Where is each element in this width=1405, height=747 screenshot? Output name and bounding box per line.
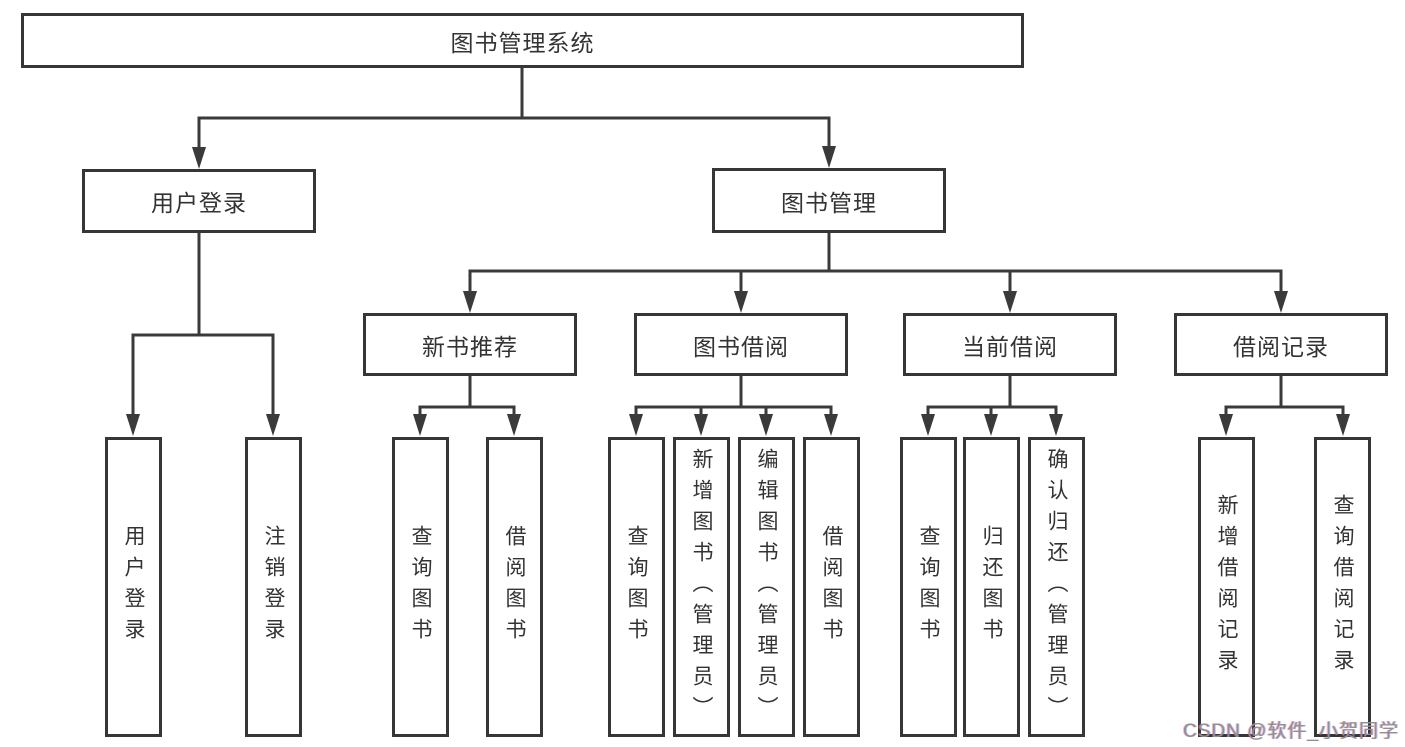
- arrowheads: [126, 146, 1350, 436]
- node-label: 查询借阅记录: [1331, 494, 1354, 680]
- node-user-login: 用户登录: [82, 169, 316, 233]
- arrowhead: [413, 414, 427, 436]
- leaf-return-books: 归还图书: [963, 437, 1020, 737]
- node-new-book-recommend: 新书推荐: [363, 313, 577, 376]
- leaf-query-books-recommend: 查询图书: [392, 437, 449, 737]
- node-label: 查询图书: [917, 525, 940, 649]
- arrowhead: [1274, 291, 1288, 313]
- node-label: 新书推荐: [422, 333, 518, 360]
- node-label: 确认归还（管理员）: [1045, 447, 1068, 727]
- node-label: 查询图书: [409, 525, 432, 649]
- node-label: 注销登录: [262, 525, 285, 649]
- arrowhead: [1336, 414, 1350, 436]
- node-label: 图书管理: [781, 189, 877, 216]
- node-book-management: 图书管理: [712, 168, 946, 233]
- leaf-query-books-current: 查询图书: [900, 437, 957, 737]
- node-label: 借阅图书: [503, 525, 526, 649]
- leaf-query-books-borrowing: 查询图书: [608, 437, 665, 737]
- csdn-watermark: CSDN @软件_小贺同学: [1183, 721, 1399, 742]
- arrowhead: [822, 146, 836, 168]
- arrowhead: [734, 291, 748, 313]
- node-label: 用户登录: [151, 190, 247, 216]
- arrowhead: [759, 414, 773, 436]
- node-label: 用户登录: [122, 525, 145, 649]
- node-label: 当前借阅: [962, 333, 1058, 360]
- arrowhead: [694, 414, 708, 436]
- arrowhead: [921, 414, 935, 436]
- leaf-edit-book-admin: 编辑图书（管理员）: [738, 437, 795, 737]
- node-current-borrowing: 当前借阅: [903, 313, 1117, 376]
- node-borrowing-records: 借阅记录: [1174, 313, 1388, 376]
- node-label: 图书管理系统: [450, 29, 595, 56]
- leaf-query-borrow-record: 查询借阅记录: [1314, 437, 1371, 737]
- node-label: 新增图书（管理员）: [690, 447, 713, 727]
- node-label: 查询图书: [625, 525, 648, 649]
- node-label: 借阅记录: [1233, 333, 1329, 360]
- node-label: 借阅图书: [820, 525, 843, 649]
- node-label: 编辑图书（管理员）: [755, 447, 778, 727]
- arrowhead: [1003, 291, 1017, 313]
- leaf-confirm-return-admin: 确认归还（管理员）: [1028, 437, 1085, 737]
- arrowhead: [1049, 414, 1063, 436]
- node-book-borrowing: 图书借阅: [634, 313, 848, 376]
- leaf-borrow-books-borrowing: 借阅图书: [803, 437, 860, 737]
- leaf-add-book-admin: 新增图书（管理员）: [673, 437, 730, 737]
- arrowhead: [629, 414, 643, 436]
- arrowhead: [824, 414, 838, 436]
- arrowhead: [984, 414, 998, 436]
- leaf-borrow-books-recommend: 借阅图书: [486, 437, 543, 737]
- arrowhead: [1219, 414, 1233, 436]
- tree-edges: [131, 68, 1345, 417]
- arrowhead: [192, 147, 206, 169]
- node-library-system: 图书管理系统: [21, 13, 1024, 68]
- leaf-logout: 注销登录: [245, 437, 302, 737]
- leaf-user-login: 用户登录: [105, 437, 162, 737]
- node-label: 新增借阅记录: [1215, 494, 1238, 680]
- arrowhead: [463, 291, 477, 313]
- node-label: 图书借阅: [693, 333, 789, 360]
- leaf-add-borrow-record: 新增借阅记录: [1198, 437, 1255, 737]
- arrowhead: [507, 414, 521, 436]
- node-label: 归还图书: [980, 525, 1003, 649]
- arrowhead: [126, 414, 140, 436]
- arrowhead: [266, 414, 280, 436]
